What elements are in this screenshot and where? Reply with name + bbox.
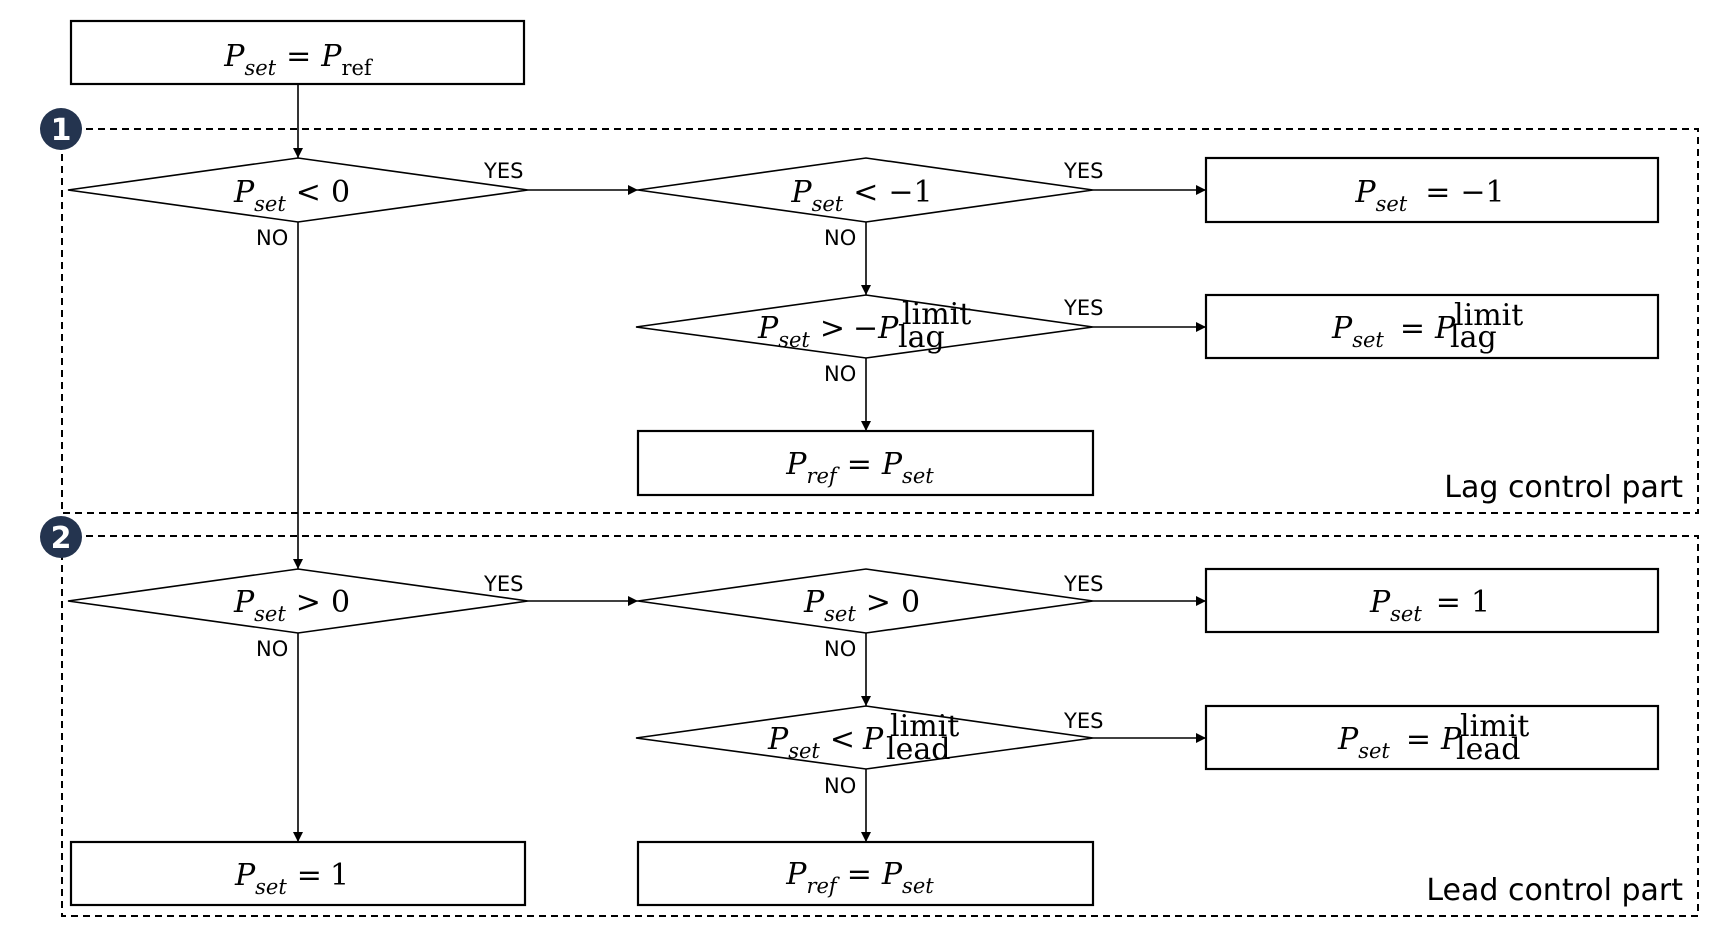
yes-label-d1: YES <box>483 159 523 183</box>
box-pref-eq-pset-lead: Pref=Pset <box>636 840 1095 907</box>
svg-text:lag: lag <box>1450 320 1497 355</box>
svg-text:1: 1 <box>51 113 72 148</box>
svg-text:Pset<0: Pset<0 <box>233 175 350 216</box>
svg-text:Pset<P: Pset<P <box>767 722 884 763</box>
no-label-d4: NO <box>256 637 288 661</box>
svg-text:Pset=1: Pset=1 <box>1369 585 1490 626</box>
box-pset-eq-plead-limit: Pset=P limit lead <box>1204 704 1660 771</box>
svg-text:limit: limit <box>902 297 971 332</box>
lag-control-region <box>61 128 1699 514</box>
svg-text:lag: lag <box>898 320 945 355</box>
svg-text:Pset=1: Pset=1 <box>234 858 349 899</box>
yes-label-d3: YES <box>1063 296 1103 320</box>
decision-pset-lt-neg-one: Pset<−1 <box>637 157 1094 223</box>
decision-pset-gt-zero: Pset>0 <box>67 568 529 634</box>
svg-text:limit: limit <box>1454 298 1523 333</box>
yes-label-d6: YES <box>1063 709 1103 733</box>
yes-label-d5: YES <box>1063 572 1103 596</box>
box-pref-eq-pset-lag: Pref=Pset <box>636 429 1095 497</box>
svg-text:Pset=Pref: Pset=Pref <box>223 39 374 80</box>
decision-pset-gt-neg-plag-limit: Pset>−P limit lag <box>635 294 1094 359</box>
box-pset-eq-one-lead: Pset=1 <box>1204 567 1660 634</box>
svg-text:Pref=Pset: Pref=Pset <box>785 447 934 488</box>
box-pset-eq-plag-limit: Pset=P limit lag <box>1204 293 1660 360</box>
yes-label-d4: YES <box>483 572 523 596</box>
svg-text:Pset=P: Pset=P <box>1337 722 1462 763</box>
box-pset-eq-neg-one: Pset=−1 <box>1204 156 1660 224</box>
svg-text:limit: limit <box>890 709 959 744</box>
no-label-d2: NO <box>824 226 856 250</box>
svg-text:Pset>−P: Pset>−P <box>757 311 899 352</box>
decision-pset-lt-zero: Pset<0 <box>67 157 529 223</box>
svg-text:lead: lead <box>1456 732 1520 767</box>
svg-text:Pset=−1: Pset=−1 <box>1354 175 1504 216</box>
lead-control-caption: Lead control part <box>1426 873 1683 908</box>
start-box: Pset=Pref <box>69 19 526 86</box>
svg-text:Pset>0: Pset>0 <box>803 585 920 626</box>
decision-pset-lt-plead-limit: Pset<P limit lead <box>635 705 1094 770</box>
no-label-d5: NO <box>824 637 856 661</box>
decision-pset-gt-zero-lead: Pset>0 <box>637 568 1094 634</box>
svg-text:Pset=P: Pset=P <box>1331 311 1456 352</box>
no-label-d6: NO <box>824 774 856 798</box>
lag-control-caption: Lag control part <box>1444 470 1683 505</box>
yes-label-d2: YES <box>1063 159 1103 183</box>
region-marker-1: 1 <box>40 108 82 150</box>
box-pset-eq-one: Pset=1 <box>69 840 527 907</box>
lead-control-region <box>61 535 1699 917</box>
no-label-d3: NO <box>824 362 856 386</box>
svg-text:lead: lead <box>886 732 950 767</box>
svg-text:Pset>0: Pset>0 <box>233 585 350 626</box>
no-label-d1: NO <box>256 226 288 250</box>
region-marker-2: 2 <box>40 516 82 558</box>
svg-text:limit: limit <box>1460 709 1529 744</box>
svg-text:2: 2 <box>51 521 72 556</box>
svg-text:Pref=Pset: Pref=Pset <box>785 857 934 898</box>
svg-text:Pset<−1: Pset<−1 <box>790 175 932 216</box>
